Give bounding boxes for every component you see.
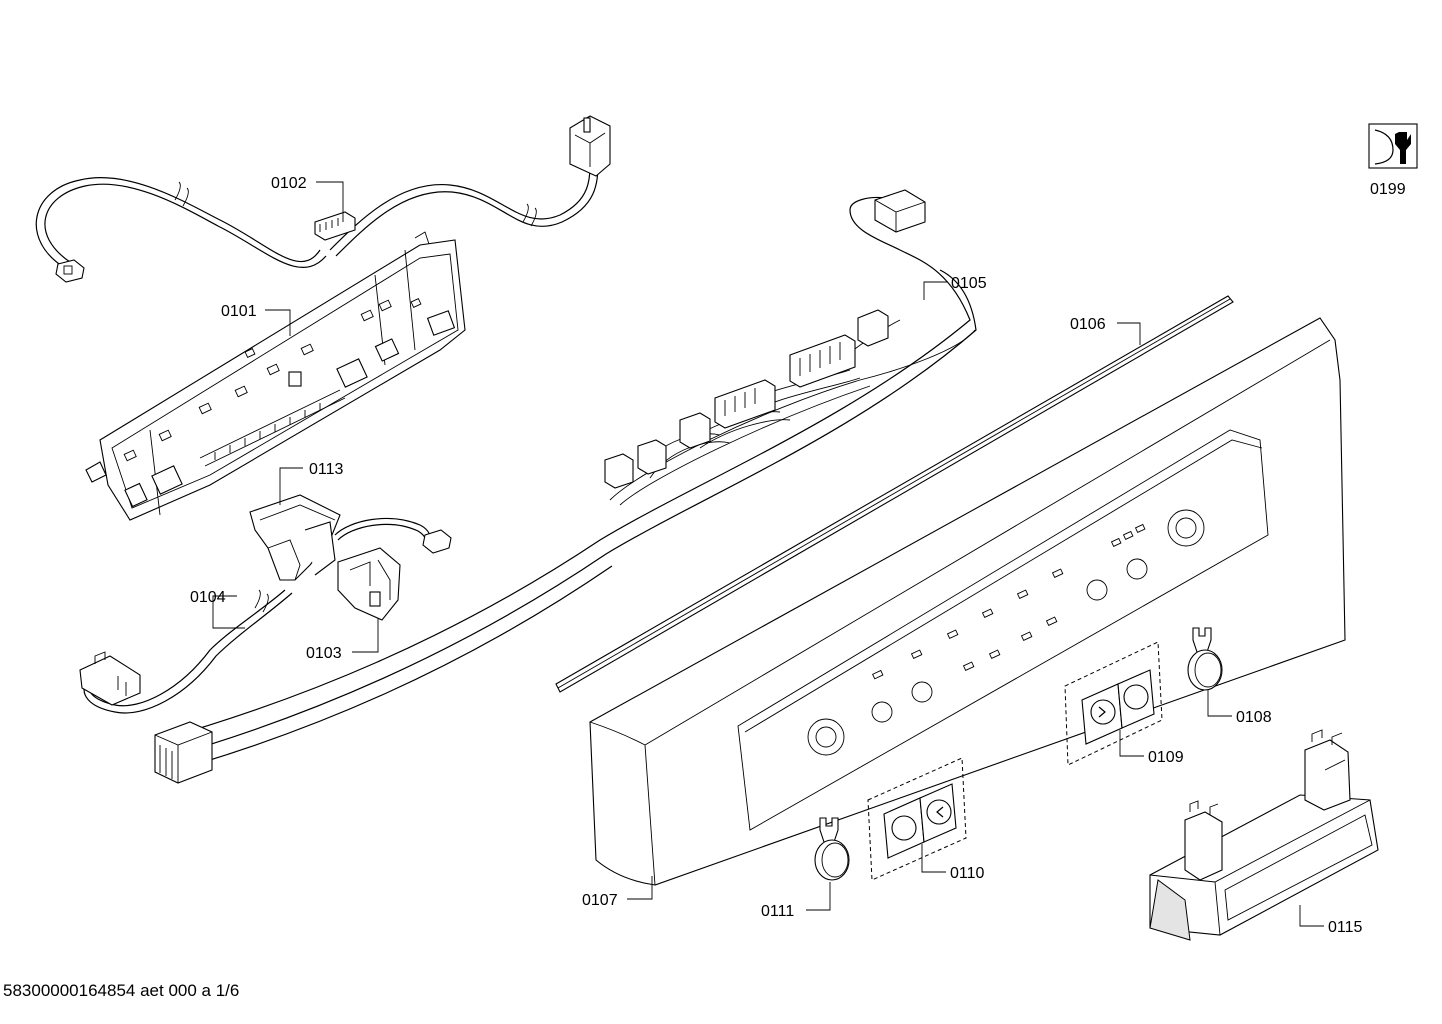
leader-lines <box>212 181 1324 927</box>
service-wrench-icon <box>1368 123 1418 169</box>
seal-strip <box>555 295 1234 693</box>
button-group-left <box>867 757 967 881</box>
label-0113: 0113 <box>309 461 344 478</box>
label-0115: 0115 <box>1328 919 1363 936</box>
part-labels: 0199 0102 0101 0113 0104 0103 0105 0106 … <box>190 175 1406 936</box>
label-0110: 0110 <box>950 865 985 882</box>
wiring-harness-main <box>154 189 977 784</box>
button-group-right <box>1064 641 1163 766</box>
knob-left <box>814 817 850 881</box>
label-0107: 0107 <box>582 892 618 909</box>
label-0111: 0111 <box>761 903 794 920</box>
label-0108: 0108 <box>1236 709 1272 726</box>
control-module-board <box>85 231 466 521</box>
label-0106: 0106 <box>1070 316 1106 333</box>
wiring-harness-top <box>35 115 611 283</box>
label-0103: 0103 <box>306 645 342 662</box>
document-id: 58300000164854 aet 000 a 1/6 <box>3 981 240 1000</box>
control-panel-fascia <box>589 317 1346 886</box>
label-0105: 0105 <box>951 275 987 292</box>
label-0199: 0199 <box>1370 181 1406 198</box>
label-0101: 0101 <box>221 303 257 320</box>
label-0109: 0109 <box>1148 749 1184 766</box>
label-0102: 0102 <box>271 175 307 192</box>
sensor-bracket-assembly <box>79 494 452 714</box>
knob-right <box>1187 627 1223 691</box>
mounting-bracket <box>1149 729 1379 941</box>
label-0104: 0104 <box>190 589 226 606</box>
